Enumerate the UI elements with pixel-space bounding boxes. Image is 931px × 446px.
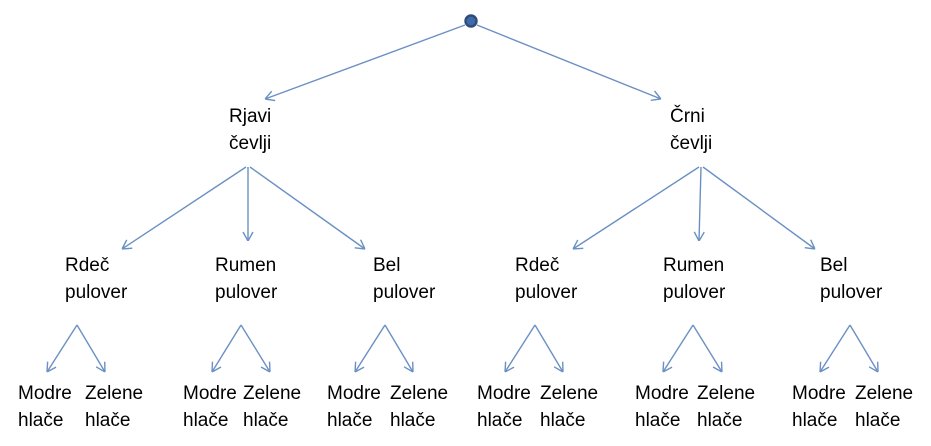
edge-crni-to-rumen <box>699 166 701 241</box>
node-label-line1: Bel <box>373 255 401 276</box>
node-label-line1: Rumen <box>215 255 277 276</box>
node-label-line1: Zelene <box>697 383 756 404</box>
node-label-line2: pulover <box>663 282 726 303</box>
edge-root-to-rjavi-cevlji <box>265 24 466 99</box>
edge-rdec2-to-zelene <box>534 324 563 372</box>
node-zelene-hlace-3: Zelene hlače <box>390 380 448 434</box>
node-label-line1: Modre <box>792 383 846 404</box>
node-label-line2: hlače <box>390 410 436 431</box>
node-modre-hlace-6: Modre hlače <box>792 380 846 434</box>
node-label-line2: hlače <box>327 410 373 431</box>
node-label-line1: Modre <box>183 383 237 404</box>
node-label-line1: Rdeč <box>65 255 110 276</box>
edge-bel1-to-zelene <box>384 324 413 372</box>
node-zelene-hlace-5: Zelene hlače <box>697 380 755 434</box>
node-label-line1: Črni <box>670 106 705 127</box>
node-label-line2: hlače <box>635 410 681 431</box>
node-rdec-pulover-1: Rdeč pulover <box>65 252 127 306</box>
node-label-line1: Zelene <box>390 383 449 404</box>
node-label-line2: pulover <box>65 282 128 303</box>
node-label-line1: Modre <box>477 383 531 404</box>
node-bel-pulover-2: Bel pulover <box>820 252 882 306</box>
node-modre-hlace-2: Modre hlače <box>183 380 237 434</box>
node-label-line1: Zelene <box>540 383 599 404</box>
node-rumen-pulover-1: Rumen pulover <box>215 252 277 306</box>
node-label-line2: pulover <box>373 282 436 303</box>
node-modre-hlace-5: Modre hlače <box>635 380 689 434</box>
node-modre-hlace-3: Modre hlače <box>327 380 381 434</box>
node-label-line2: hlače <box>792 410 838 431</box>
node-zelene-hlace-2: Zelene hlače <box>243 380 301 434</box>
node-label-line2: hlače <box>477 410 523 431</box>
node-zelene-hlace-1: Zelene hlače <box>85 380 143 434</box>
edge-rumen1-to-modre <box>212 324 242 372</box>
root-dot-icon <box>464 14 478 28</box>
node-label-line1: Rumen <box>663 255 725 276</box>
node-label-line2: pulover <box>820 282 883 303</box>
edge-bel1-to-modre <box>355 324 386 372</box>
node-rumen-pulover-2: Rumen pulover <box>663 252 725 306</box>
edge-rjavi-to-bel <box>249 166 365 249</box>
node-label-line2: hlače <box>540 410 586 431</box>
edge-rumen2-to-zelene <box>692 324 722 372</box>
node-zelene-hlace-6: Zelene hlače <box>855 380 913 434</box>
node-label-line1: Rjavi <box>229 106 272 127</box>
node-label-line2: pulover <box>515 282 578 303</box>
node-label-line2: hlače <box>18 410 64 431</box>
node-label-line2: hlače <box>85 410 131 431</box>
node-modre-hlace-4: Modre hlače <box>477 380 531 434</box>
node-label-line1: Zelene <box>855 383 914 404</box>
edge-bel2-to-modre <box>820 324 851 372</box>
node-label-line2: hlače <box>697 410 743 431</box>
node-label-line1: Zelene <box>243 383 302 404</box>
node-zelene-hlace-4: Zelene hlače <box>540 380 598 434</box>
node-label-line2: čevlji <box>229 133 272 154</box>
node-bel-pulover-1: Bel pulover <box>373 252 435 306</box>
edge-crni-to-rdec <box>573 166 700 249</box>
node-label-line2: pulover <box>215 282 278 303</box>
node-label-line2: hlače <box>243 410 289 431</box>
node-rdec-pulover-2: Rdeč pulover <box>515 252 577 306</box>
node-label-line1: Modre <box>18 383 72 404</box>
edge-rumen1-to-zelene <box>240 324 270 372</box>
node-rjavi-cevlji: Rjavi čevlji <box>229 103 271 157</box>
edge-rdec2-to-modre <box>505 324 536 372</box>
edge-rjavi-to-rdec <box>122 166 247 249</box>
node-label-line2: čevlji <box>670 133 713 154</box>
node-label-line2: hlače <box>183 410 229 431</box>
node-label-line1: Modre <box>327 383 381 404</box>
edge-root-to-crni-cevlji <box>476 24 661 99</box>
edge-rdec1-to-modre <box>47 324 78 372</box>
edge-crni-to-bel <box>702 166 815 249</box>
edge-rumen2-to-modre <box>663 324 694 372</box>
node-label-line1: Zelene <box>85 383 144 404</box>
node-modre-hlace-1: Modre hlače <box>18 380 72 434</box>
edge-rdec1-to-zelene <box>76 324 105 372</box>
edge-bel2-to-zelene <box>849 324 878 372</box>
node-label-line1: Modre <box>635 383 689 404</box>
node-label-line1: Bel <box>820 255 848 276</box>
node-label-line1: Rdeč <box>515 255 560 276</box>
node-label-line2: hlače <box>855 410 901 431</box>
node-crni-cevlji: Črni čevlji <box>670 103 712 157</box>
